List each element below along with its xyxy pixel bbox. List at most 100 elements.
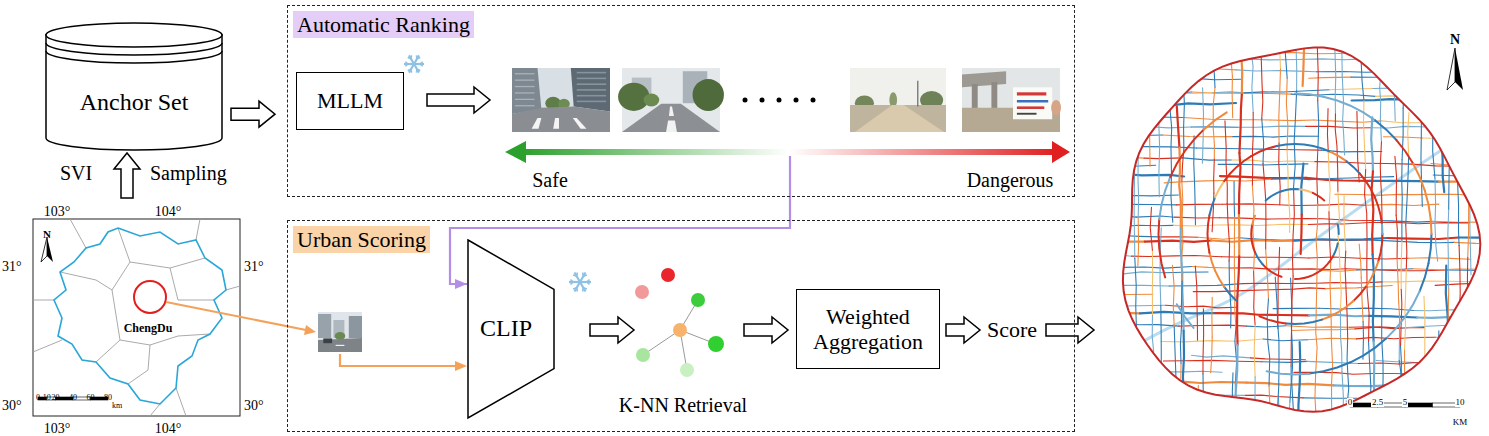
road-segment	[1135, 258, 1137, 354]
flow-arrows	[114, 87, 1094, 343]
road-segment	[1439, 331, 1442, 405]
frozen-icon	[414, 55, 419, 64]
road-segment	[1233, 136, 1319, 137]
district-line	[226, 286, 240, 290]
road-segment	[1433, 363, 1489, 365]
road-segment	[1174, 225, 1258, 226]
road-segment	[1429, 30, 1432, 103]
road-segment	[1163, 360, 1261, 361]
street-photo	[669, 106, 674, 116]
street-photo	[515, 99, 535, 100]
street-photo	[323, 338, 332, 343]
road-segment	[1351, 76, 1418, 78]
text-label: km	[112, 402, 122, 410]
label-holder: 0	[1347, 391, 1354, 409]
road-segment	[1215, 271, 1224, 287]
north-arrow	[1447, 48, 1463, 90]
label-holder: 31°	[244, 257, 264, 275]
label-holder: SVI	[60, 163, 92, 184]
road-segment	[1406, 156, 1409, 225]
text-label: 5	[1402, 398, 1409, 407]
road-segment	[1458, 182, 1460, 246]
road-segment	[1473, 281, 1487, 282]
road-segment	[1308, 222, 1396, 224]
road-segment	[1209, 197, 1215, 215]
text-label: 40	[69, 394, 77, 402]
north-arrow	[1447, 48, 1455, 90]
road-segment	[1234, 181, 1236, 217]
road-segment	[1213, 92, 1245, 93]
road-segment	[1392, 30, 1395, 121]
road-segment	[1399, 363, 1434, 364]
road-segment	[1423, 137, 1465, 139]
road-segment	[1469, 125, 1471, 192]
road-segment	[1254, 325, 1256, 377]
road-segment	[1339, 419, 1397, 421]
road-segment	[1255, 252, 1262, 264]
road-segment	[1100, 91, 1192, 94]
ellipsis-dots	[743, 98, 816, 103]
road-segment	[1291, 322, 1293, 366]
road-segment	[1177, 304, 1194, 328]
road-segment	[1332, 383, 1333, 431]
district-line	[170, 268, 214, 300]
road-segment	[1436, 336, 1472, 337]
road-segment	[1403, 30, 1404, 108]
street-photo	[512, 68, 610, 132]
road-segment	[1386, 291, 1419, 338]
road-segment	[1182, 181, 1183, 243]
encoder-trapezoid: CLIP	[467, 239, 555, 419]
street-photo	[850, 105, 946, 132]
road-segment	[1260, 30, 1262, 118]
street-photo	[1017, 92, 1046, 95]
district-line	[128, 345, 150, 384]
road-segment	[1100, 195, 1178, 197]
district-line	[176, 388, 186, 416]
road-segment	[1319, 308, 1414, 310]
road-segment	[1160, 305, 1162, 393]
block-arrow	[231, 101, 275, 127]
street-photo	[515, 105, 535, 106]
road-segment	[1367, 240, 1369, 341]
text-label: 103°	[44, 422, 71, 436]
road-segment	[1267, 371, 1310, 374]
road-segment	[1396, 215, 1397, 258]
road-segment	[1211, 337, 1213, 373]
road-segment	[1458, 375, 1485, 377]
frozen-icon	[580, 282, 586, 292]
label-holder: 31°	[2, 257, 22, 275]
frozen-icon	[583, 288, 587, 289]
road-segment	[1151, 414, 1236, 416]
road-segment	[1213, 159, 1215, 193]
road-segment	[1421, 115, 1422, 206]
node-label: Weighted Aggregation	[808, 304, 928, 355]
road-segment	[1100, 285, 1169, 287]
road-segment	[1446, 425, 1448, 436]
road-segment	[1465, 30, 1467, 113]
street-photo	[573, 118, 587, 129]
street-photo	[577, 101, 606, 103]
road-segment	[1464, 138, 1484, 139]
label-holder: 5	[1402, 391, 1409, 409]
road-segment	[1242, 288, 1325, 291]
road-segment	[1294, 91, 1297, 188]
cylinder-outline	[45, 22, 223, 150]
road-segment	[1172, 265, 1174, 327]
road-segment	[1403, 350, 1405, 393]
road-segment	[1380, 87, 1382, 142]
road-segment	[1165, 271, 1208, 273]
road-segment	[1239, 153, 1240, 215]
road-segment	[1335, 114, 1338, 192]
street-photo	[1017, 113, 1037, 115]
road-segment	[1401, 289, 1402, 346]
road-network	[1100, 30, 1489, 436]
label-holder: 80	[104, 386, 112, 404]
road-segment	[1100, 272, 1165, 274]
road-segment	[1304, 270, 1321, 278]
road-segment	[1462, 386, 1485, 389]
road-segment	[1269, 386, 1271, 427]
road-segment	[1340, 310, 1342, 371]
road-segment	[1100, 392, 1178, 394]
road-segment	[1460, 356, 1461, 425]
